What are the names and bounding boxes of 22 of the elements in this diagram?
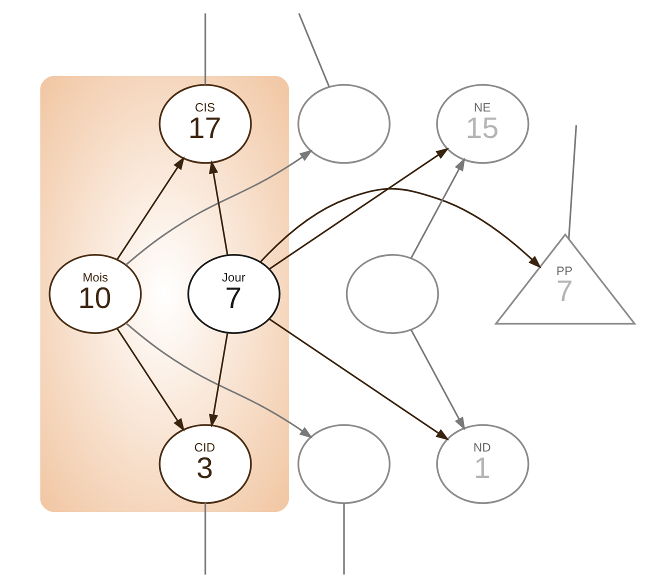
arrow <box>268 318 449 440</box>
connector <box>204 503 206 575</box>
arrow <box>124 322 312 438</box>
arrow <box>259 188 541 268</box>
arrow <box>124 150 312 266</box>
connector <box>342 503 344 575</box>
arrow <box>116 156 184 260</box>
connector <box>298 13 330 88</box>
arrow <box>208 160 228 256</box>
node-ellipse: Mois 10 <box>48 254 142 334</box>
arrow <box>116 328 184 432</box>
node-ellipse: CIS 17 <box>158 84 252 164</box>
arrow <box>268 148 449 270</box>
connector <box>567 125 577 239</box>
node-ellipse: CID 3 <box>158 424 252 504</box>
connector <box>204 13 206 85</box>
node-ellipse: Jour 7 <box>186 254 280 334</box>
cluster <box>40 76 288 512</box>
arrow <box>208 332 228 428</box>
arrow <box>410 330 465 430</box>
node-circle <box>345 254 438 334</box>
arrow <box>410 158 465 259</box>
